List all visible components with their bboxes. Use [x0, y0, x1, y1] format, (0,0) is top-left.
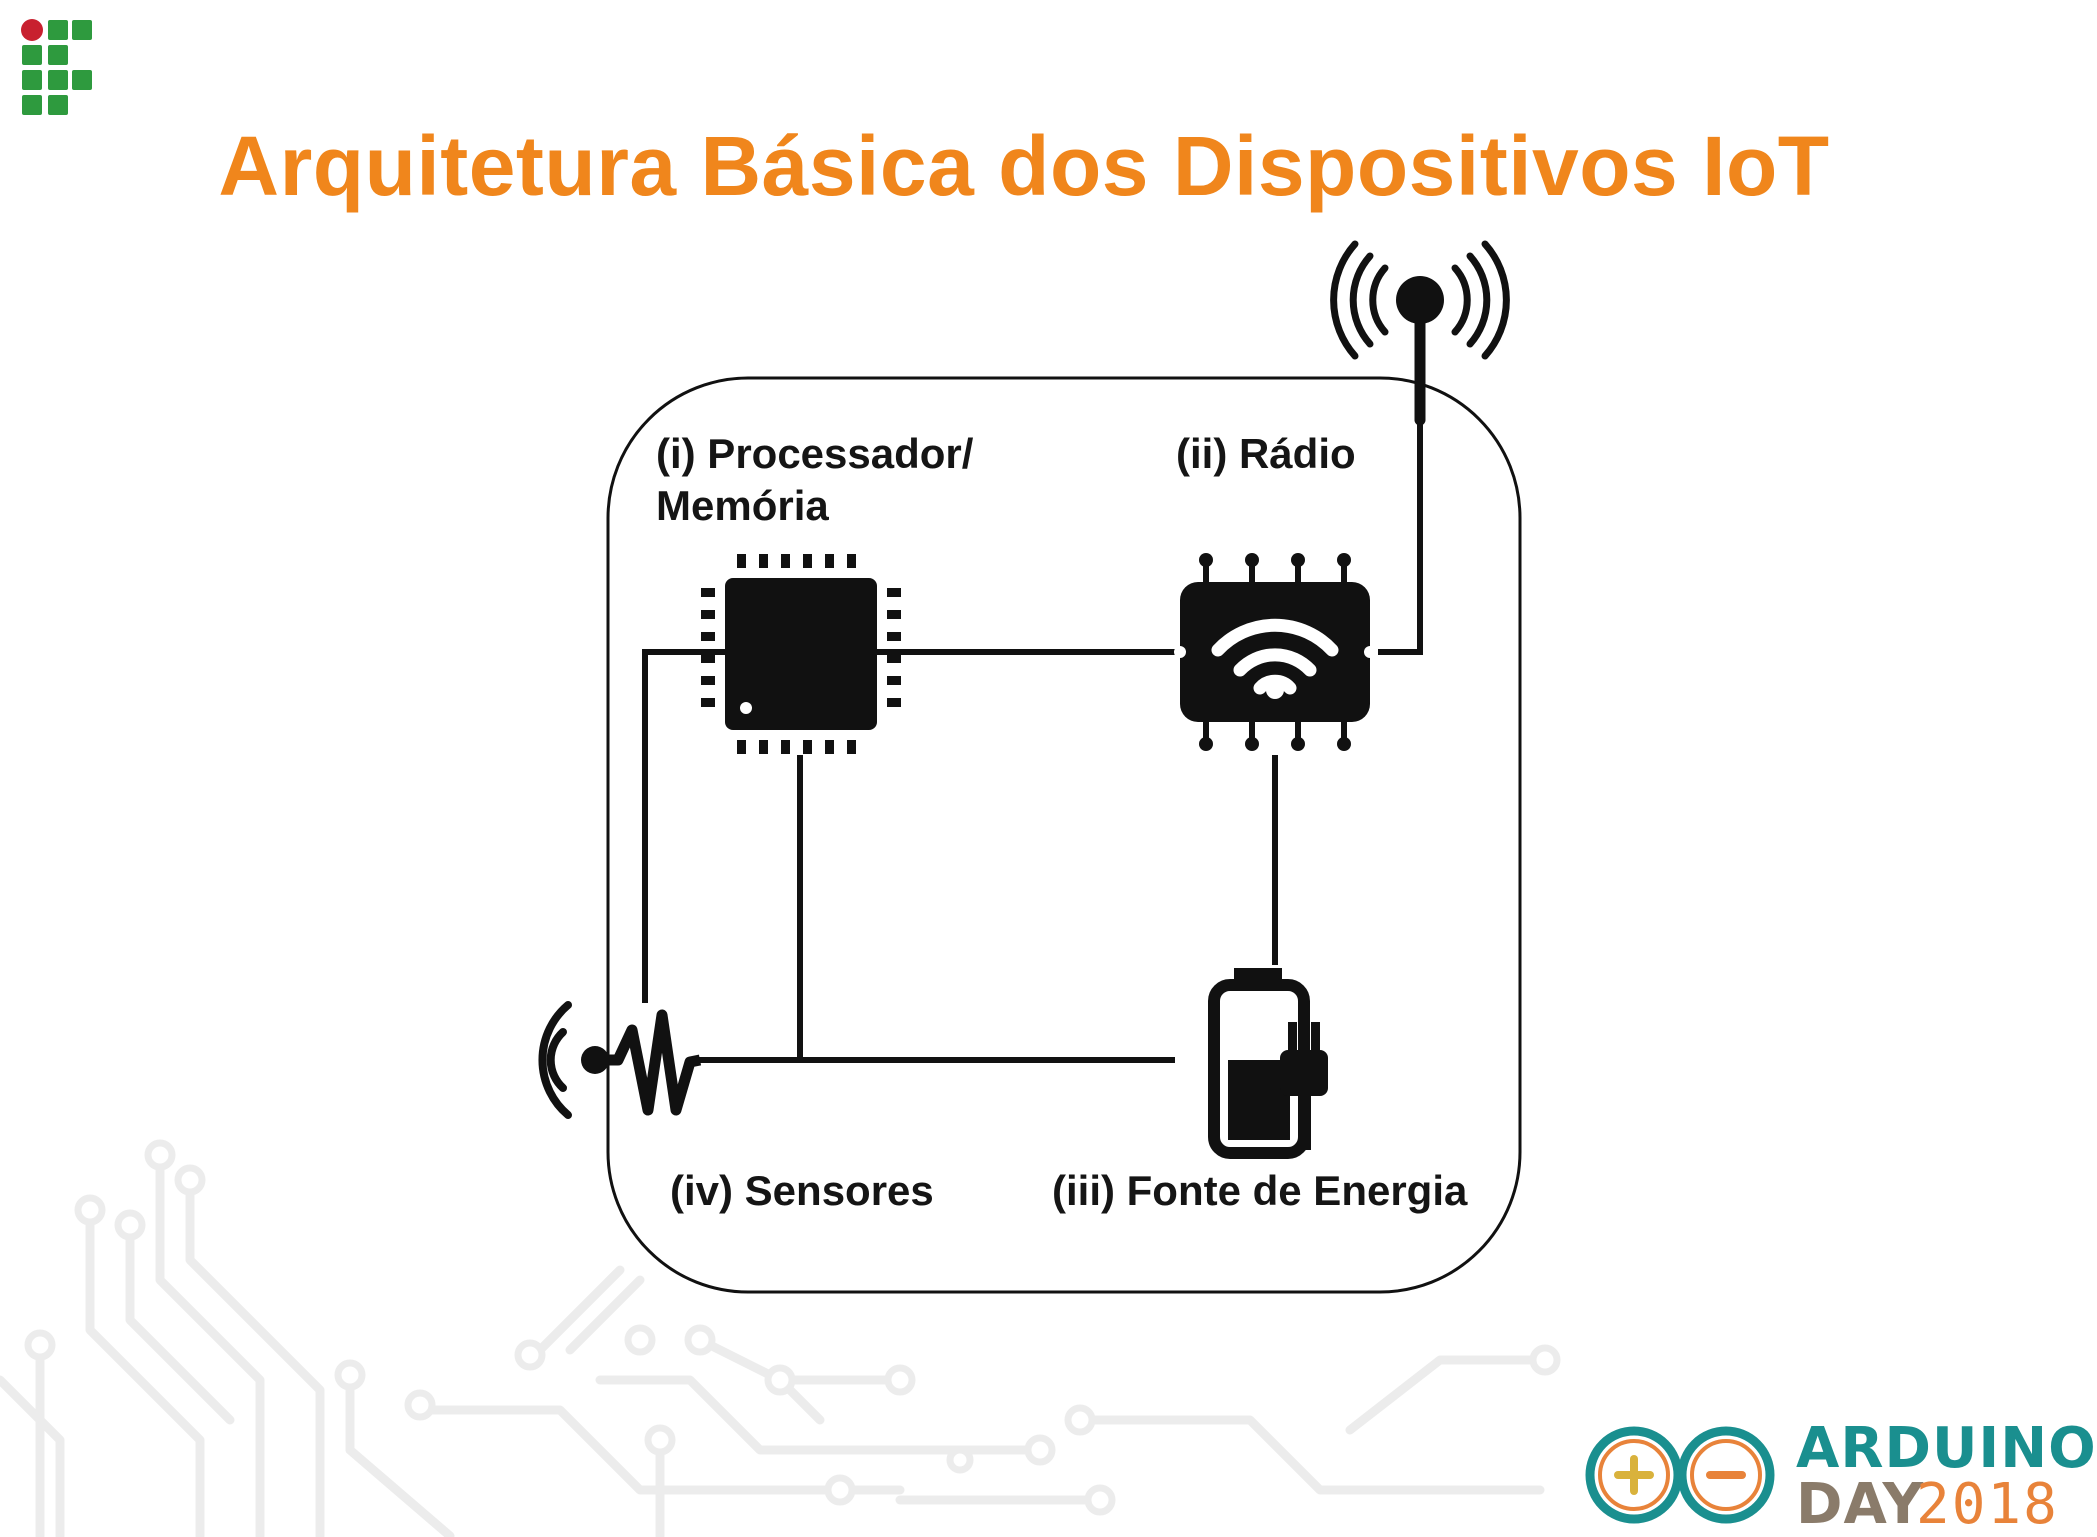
institute-logo — [21, 19, 92, 115]
device-boundary — [606, 376, 1522, 1294]
processor-label-line1: (i) Processador/ — [656, 430, 974, 477]
battery-plug-icon — [1208, 968, 1328, 1159]
radio-label: (ii) Rádio — [1176, 430, 1356, 477]
arduino-infinity-logo — [1585, 1426, 1775, 1524]
event-year: 2018 — [1916, 1472, 2059, 1537]
wifi-module-icon — [1174, 553, 1376, 751]
sensor-icon — [538, 1001, 702, 1119]
antenna-icon — [1330, 240, 1510, 426]
chip-icon — [701, 554, 901, 754]
iot-architecture-diagram — [538, 240, 1522, 1294]
arduino-wordmark: ARDUINO — [1796, 1416, 2097, 1481]
slide-title: Arquitetura Básica dos Dispositivos IoT — [218, 119, 1830, 213]
slide: Arquitetura Básica dos Dispositivos IoT — [0, 19, 2096, 1537]
circuit-background — [0, 1139, 1561, 1537]
sensors-label: (iv) Sensores — [670, 1167, 934, 1214]
processor-label: (i) Processador/ Memória — [656, 428, 973, 532]
power-label: (iii) Fonte de Energia — [1052, 1167, 1468, 1214]
processor-label-line2: Memória — [656, 482, 829, 529]
day-word: DAY — [1796, 1472, 1925, 1537]
